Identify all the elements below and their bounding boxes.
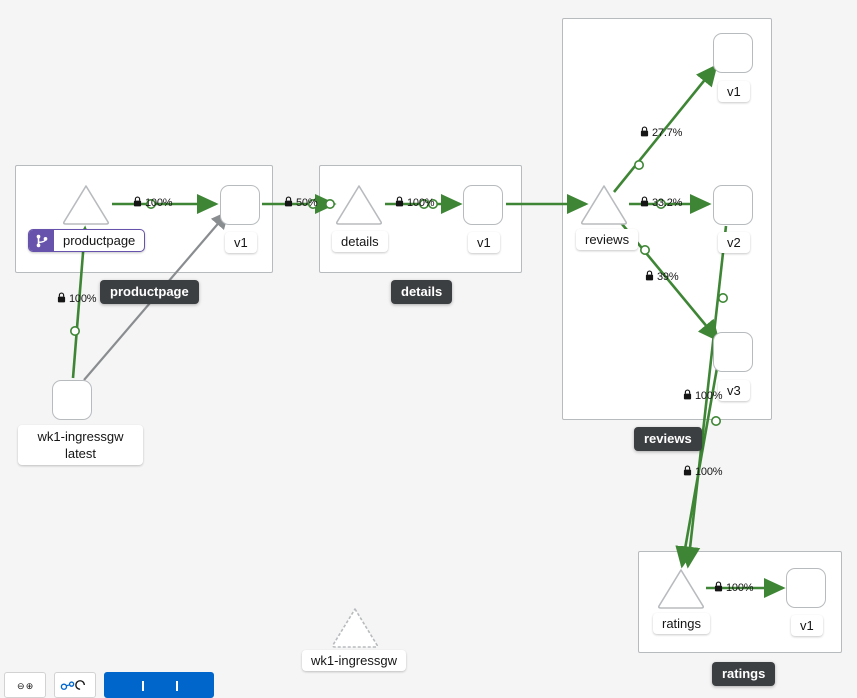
lock-icon — [395, 196, 404, 210]
primary-button-glyph — [142, 681, 178, 691]
service-label-ratings[interactable]: ratings — [653, 613, 711, 634]
group-tooltip-ratings: ratings — [712, 662, 776, 686]
edge-percent: 100% — [695, 466, 723, 478]
fit-to-screen-button[interactable] — [54, 672, 96, 698]
edge-label-productpage-v1: 100% — [133, 196, 173, 210]
fit-glyph — [60, 680, 86, 690]
edge-label-productpage-v1-details: 50% — [284, 196, 318, 210]
edge-percent: 100% — [145, 197, 173, 209]
svg-text:⊕: ⊕ — [26, 681, 33, 691]
workload-label-details-v1[interactable]: v1 — [468, 232, 500, 253]
code-branch-glyph — [36, 234, 47, 247]
lock-icon — [645, 270, 654, 284]
edge-percent: 100% — [726, 582, 754, 594]
service-label-details[interactable]: details — [332, 231, 388, 252]
edge-label-reviews-v2: 33.2% — [640, 196, 682, 210]
lock-icon — [57, 292, 66, 306]
edge-label-ingress-productpage: 100% — [57, 292, 97, 306]
svg-text:⊖: ⊖ — [17, 681, 24, 691]
edge-percent: 100% — [695, 390, 723, 402]
triangle-icon — [331, 608, 379, 648]
workload-label-reviews-v2[interactable]: v2 — [718, 232, 750, 253]
workload-label-wk1-ingressgw[interactable]: wk1-ingressgw latest — [18, 425, 143, 465]
workload-label-ratings-v1[interactable]: v1 — [791, 615, 823, 636]
workload-node-productpage-v1[interactable] — [220, 185, 260, 225]
virtual-service-icon — [29, 230, 54, 251]
edge-percent: 100% — [69, 293, 97, 305]
triangle-icon — [335, 185, 383, 225]
edge-percent: 33.2% — [652, 197, 683, 209]
lock-icon — [640, 126, 649, 140]
edge-label-reviews-v2-ratings: 100% — [683, 389, 723, 403]
workload-node-reviews-v2[interactable] — [713, 185, 753, 225]
lock-icon — [284, 196, 293, 210]
lock-icon — [714, 581, 723, 595]
workload-label-reviews-v3[interactable]: v3 — [718, 380, 750, 401]
edge-percent: 27.7% — [652, 127, 683, 139]
group-tooltip-reviews: reviews — [634, 427, 702, 451]
triangle-icon — [580, 185, 628, 225]
service-label-productpage[interactable]: productpage — [28, 229, 146, 252]
graph-toolbar[interactable]: ⊖ ⊕ — [0, 672, 214, 698]
primary-action-button[interactable] — [104, 672, 214, 698]
service-label-wk1-ingressgw-idle[interactable]: wk1-ingressgw — [302, 650, 406, 671]
workload-node-details-v1[interactable] — [463, 185, 503, 225]
zoom-control-button[interactable]: ⊖ ⊕ — [4, 672, 46, 698]
workload-node-reviews-v1[interactable] — [713, 33, 753, 73]
workload-label-reviews-v1[interactable]: v1 — [718, 81, 750, 102]
edge-label-details-v1: 100% — [395, 196, 435, 210]
edge-percent: 39% — [657, 271, 679, 283]
edge-label-reviews-v1: 27.7% — [640, 126, 682, 140]
edge-percent: 100% — [407, 197, 435, 209]
lock-icon — [640, 196, 649, 210]
lock-icon — [683, 465, 692, 479]
zoom-glyph: ⊖ ⊕ — [17, 681, 33, 691]
lock-icon — [683, 389, 692, 403]
group-tooltip-productpage: productpage — [100, 280, 199, 304]
triangle-icon — [657, 569, 705, 609]
workload-label-productpage-v1[interactable]: v1 — [225, 232, 257, 253]
edge-label-ratings-v1: 100% — [714, 581, 754, 595]
workload-node-wk1-ingressgw[interactable] — [52, 380, 92, 420]
edge-label-reviews-v3-ratings: 100% — [683, 465, 723, 479]
workload-node-ratings-v1[interactable] — [786, 568, 826, 608]
group-tooltip-details: details — [391, 280, 453, 304]
edge-percent: 50% — [296, 197, 318, 209]
workload-label-line1: wk1-ingressgw — [37, 429, 124, 444]
lock-icon — [133, 196, 142, 210]
workload-label-line2: latest — [64, 446, 97, 461]
triangle-icon — [62, 185, 110, 225]
service-label-text: productpage — [63, 233, 136, 248]
service-label-reviews[interactable]: reviews — [576, 229, 639, 250]
workload-node-reviews-v3[interactable] — [713, 332, 753, 372]
edge-label-reviews-v3: 39% — [645, 270, 679, 284]
